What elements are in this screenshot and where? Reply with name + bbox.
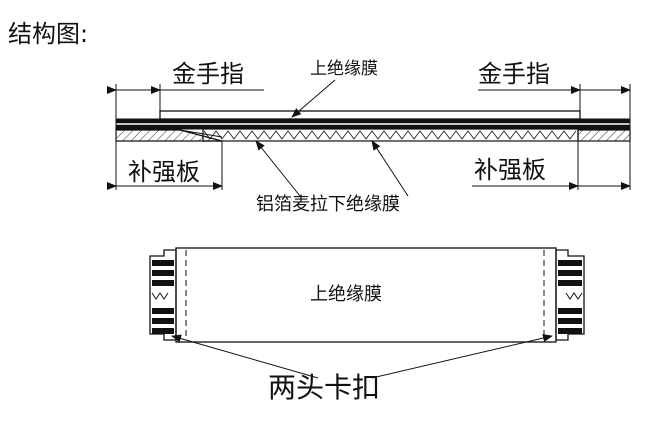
leader-top-film <box>291 79 336 118</box>
leader-foil-left <box>255 140 301 197</box>
leader-foil-right <box>371 140 409 197</box>
stiffener-left-shape <box>115 129 223 142</box>
left-spring-mark <box>151 292 169 300</box>
label-gold-finger-right: 金手指 <box>478 60 550 88</box>
label-top-insulation-film: 上绝缘膜 <box>310 59 378 79</box>
label-foil-bottom-film: 铝箔麦拉下绝缘膜 <box>256 194 400 215</box>
diagram-title: 结构图: <box>8 20 88 48</box>
finger-contact-bar <box>152 328 174 334</box>
finger-contact-bar <box>558 270 582 276</box>
finger-contact-bar <box>152 270 174 276</box>
label-end-clips: 两头卡扣 <box>268 371 380 404</box>
finger-contact-bar <box>558 308 582 314</box>
stiffener-right-shape <box>577 129 631 142</box>
label-stiffener-right: 补强板 <box>474 156 546 184</box>
section-view: 金手指 金手指 上绝缘膜 补强板 补强板 铝箔麦拉下绝缘膜 <box>107 59 631 215</box>
finger-contact-bar <box>558 260 582 266</box>
foil-zigzag <box>203 130 577 140</box>
finger-contact-bar <box>558 280 582 286</box>
finger-contact-bar <box>152 260 174 266</box>
leader-clip-left <box>171 334 319 379</box>
stiffener-left-bevel <box>179 129 223 138</box>
finger-contact-bar <box>152 280 174 286</box>
label-gold-finger-left: 金手指 <box>172 60 244 88</box>
right-end-cap <box>555 249 585 341</box>
right-spring-mark <box>565 292 583 300</box>
right-finger-contacts <box>558 260 582 334</box>
leader-clip-right <box>371 334 553 379</box>
finger-contact-bar <box>558 318 582 324</box>
top-film-strip <box>159 110 581 120</box>
finger-contact-bar <box>558 328 582 334</box>
finger-contact-bar <box>152 308 174 314</box>
label-stiffener-left: 补强板 <box>128 158 200 186</box>
left-finger-contacts <box>152 260 174 334</box>
top-view: 上绝缘膜 两头卡扣 <box>149 247 585 404</box>
label-top-view-film: 上绝缘膜 <box>310 284 382 305</box>
finger-contact-bar <box>152 318 174 324</box>
